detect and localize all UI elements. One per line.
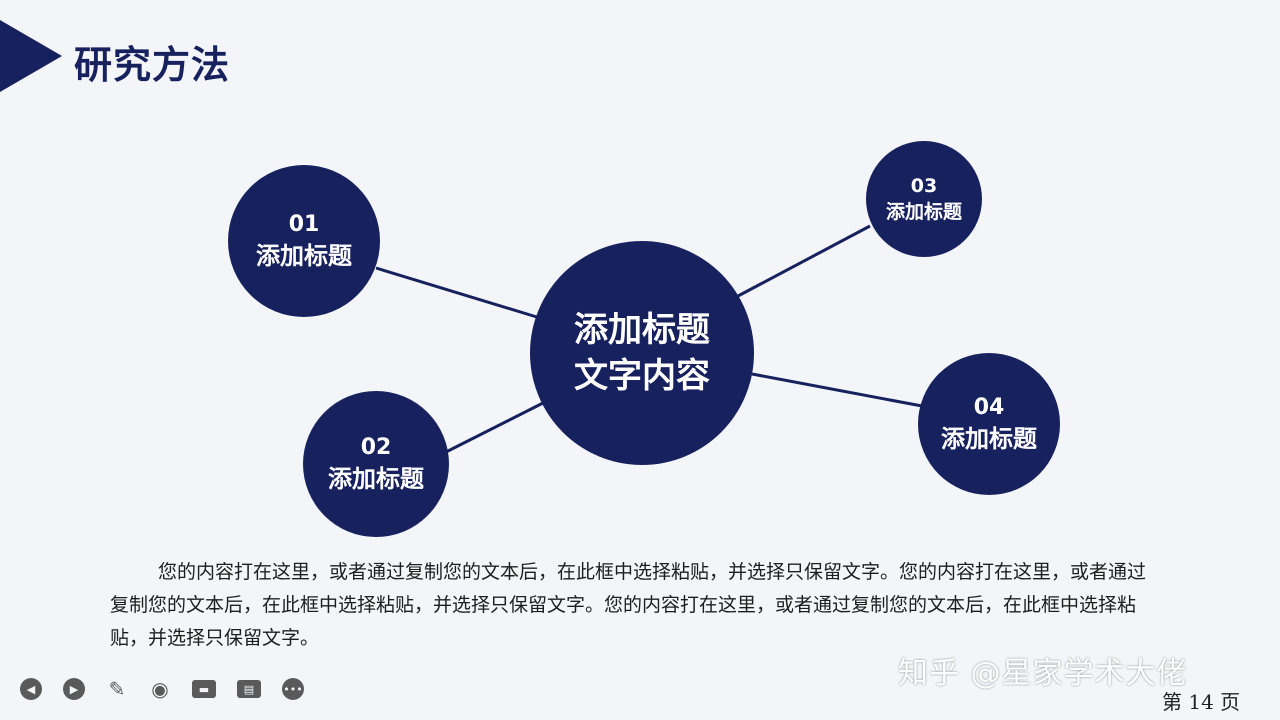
- title-marker: [0, 20, 62, 92]
- page-number: 第 14 页: [1162, 690, 1241, 714]
- zoom-icon[interactable]: ◉: [151, 677, 169, 701]
- center-node-line1: 添加标题: [574, 310, 710, 350]
- slideshow-toolbar: ◀ ▶ ✎ ◉ ▬ ▤ •••: [20, 678, 304, 700]
- body-text: 您的内容打在这里，或者通过复制您的文本后，在此框中选择粘贴，并选择只保留文字。您…: [110, 561, 1147, 649]
- subtitles-icon[interactable]: ▤: [237, 680, 261, 698]
- node-01-number: 01: [288, 212, 320, 237]
- connector-02: [445, 400, 546, 454]
- node-02: 02 添加标题: [303, 391, 449, 537]
- node-03-label: 添加标题: [885, 201, 962, 223]
- center-node-line2: 文字内容: [574, 356, 710, 396]
- slide-title: 研究方法: [74, 43, 231, 87]
- node-01-label: 添加标题: [256, 242, 352, 270]
- next-icon[interactable]: ▶: [63, 678, 85, 700]
- center-node: 添加标题 文字内容: [530, 241, 754, 465]
- node-04: 04 添加标题: [918, 353, 1060, 495]
- node-02-number: 02: [360, 435, 392, 460]
- camera-icon[interactable]: ▬: [192, 680, 216, 698]
- watermark: 知乎 @星家学术大佬: [898, 656, 1188, 691]
- node-03: 03 添加标题: [866, 141, 982, 257]
- previous-icon[interactable]: ◀: [20, 678, 42, 700]
- node-03-number: 03: [910, 175, 938, 197]
- connector-03: [737, 224, 871, 298]
- node-02-label: 添加标题: [328, 465, 424, 493]
- node-01: 01 添加标题: [228, 165, 380, 317]
- pen-icon[interactable]: ✎: [108, 677, 126, 701]
- connector-04: [751, 372, 923, 408]
- connector-01: [375, 266, 541, 320]
- node-04-number: 04: [973, 395, 1005, 420]
- node-04-label: 添加标题: [941, 425, 1037, 453]
- more-icon[interactable]: •••: [282, 678, 304, 700]
